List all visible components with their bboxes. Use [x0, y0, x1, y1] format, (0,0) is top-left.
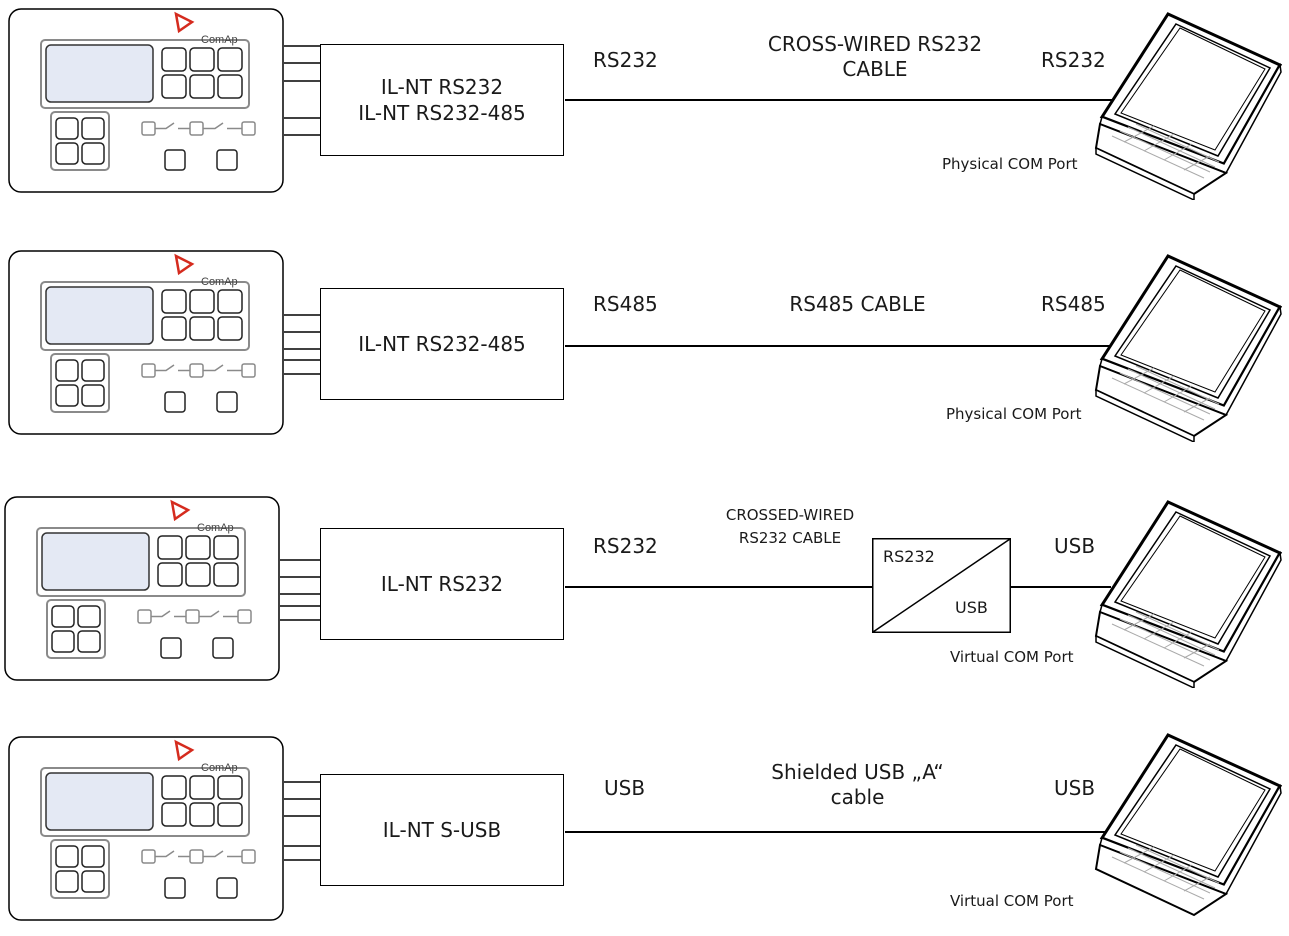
connector-pins — [284, 45, 320, 136]
cable-line — [565, 99, 1135, 101]
left-port-label: RS485 — [593, 292, 658, 316]
cable-line — [565, 586, 872, 588]
cable-label-line: RS485 CABLE — [789, 292, 926, 316]
module-label: IL-NT RS232 — [380, 572, 504, 596]
cable-label-line: CROSS-WIRED RS232 — [767, 32, 983, 56]
connection-row-3: ComAp IL-NT RS232 RS232 CROSSED-WIRED RS… — [0, 496, 1289, 696]
laptop-icon — [1094, 733, 1283, 917]
controller-unit: ComAp — [4, 496, 280, 681]
cable-label: RS485 CABLE — [745, 292, 970, 317]
connector-pins — [280, 559, 320, 621]
connector-pins — [284, 781, 320, 861]
comap-logo-icon — [170, 499, 191, 522]
right-port-label: RS485 — [1041, 292, 1106, 316]
controller-drawing — [8, 736, 284, 921]
brand-label: ComAp — [201, 34, 238, 46]
comap-logo-icon — [174, 739, 195, 762]
connector-pins — [284, 314, 320, 375]
comap-logo-icon — [174, 253, 195, 276]
com-port-label: Virtual COM Port — [950, 892, 1074, 910]
cable-line — [565, 345, 1125, 347]
rs232-usb-converter — [872, 538, 1011, 633]
cable-label: Shielded USB „A“ cable — [745, 760, 970, 810]
controller-drawing — [4, 496, 280, 681]
module-label: IL-NT RS232-485 — [358, 332, 526, 356]
module-label: IL-NT RS232-485 — [358, 101, 526, 125]
module-label: IL-NT S-USB — [382, 818, 502, 842]
cable-label-line: cable — [830, 785, 885, 809]
laptop-icon — [1094, 12, 1283, 200]
brand-label: ComAp — [197, 522, 234, 534]
cable-label-line: CROSSED-WIRED — [725, 506, 855, 524]
com-port-label: Physical COM Port — [946, 405, 1082, 423]
cable-label-line: CABLE — [842, 57, 908, 81]
left-port-label: USB — [604, 776, 646, 800]
connection-row-2: ComAp IL-NT RS232-485 RS485 RS485 CABLE … — [0, 250, 1289, 450]
module-label: IL-NT RS232 — [380, 75, 504, 99]
converter-output-label: USB — [955, 598, 988, 617]
communication-module: IL-NT RS232-485 — [320, 288, 564, 400]
brand-label: ComAp — [201, 762, 238, 774]
converter-input-label: RS232 — [883, 547, 935, 566]
communication-module: IL-NT RS232 IL-NT RS232-485 — [320, 44, 564, 156]
laptop-icon — [1094, 254, 1283, 442]
controller-unit: ComAp — [8, 8, 284, 193]
communication-module: IL-NT RS232 — [320, 528, 564, 640]
laptop-icon — [1094, 500, 1283, 688]
controller-unit: ComAp — [8, 736, 284, 921]
cable-label: CROSS-WIRED RS232 CABLE — [745, 32, 1005, 82]
controller-drawing — [8, 8, 284, 193]
cable-label: CROSSED-WIRED RS232 CABLE — [700, 504, 880, 550]
right-port-label: RS232 — [1041, 48, 1106, 72]
communication-module: IL-NT S-USB — [320, 774, 564, 886]
left-port-label: RS232 — [593, 48, 658, 72]
cable-label-line: RS232 CABLE — [738, 529, 842, 547]
connection-row-4: ComAp IL-NT S-USB USB Shielded USB „A“ c… — [0, 736, 1289, 936]
right-port-label: USB — [1054, 534, 1096, 558]
comap-logo-icon — [174, 11, 195, 34]
cable-line — [565, 831, 1115, 833]
cable-line — [1011, 586, 1111, 588]
left-port-label: RS232 — [593, 534, 658, 558]
right-port-label: USB — [1054, 776, 1096, 800]
controller-drawing — [8, 250, 284, 435]
controller-unit: ComAp — [8, 250, 284, 435]
com-port-label: Virtual COM Port — [950, 648, 1074, 666]
cable-label-line: Shielded USB „A“ — [771, 760, 944, 784]
connection-row-1: ComAp IL-NT RS232 IL-NT RS232-485 RS232 … — [0, 8, 1289, 208]
brand-label: ComAp — [201, 276, 238, 288]
com-port-label: Physical COM Port — [942, 155, 1078, 173]
